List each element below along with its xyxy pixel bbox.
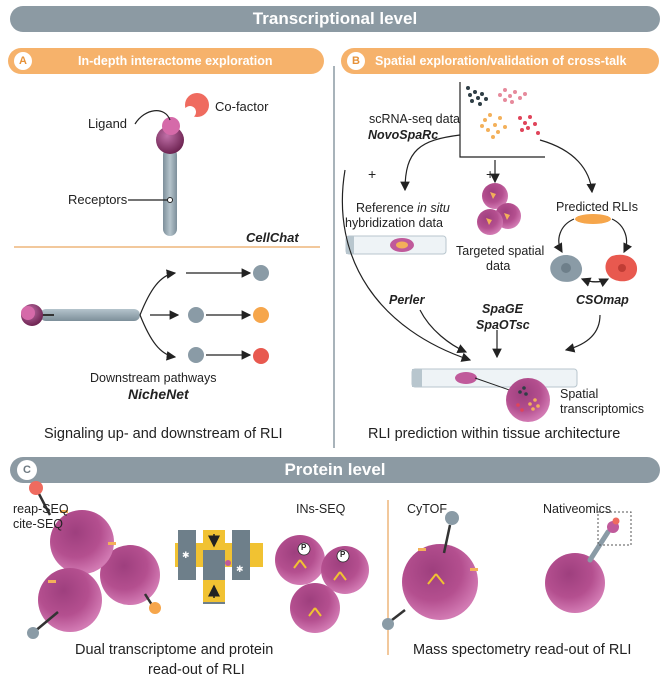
protein-level-title: Protein level (284, 460, 386, 479)
nativeomics-cell-graphic (545, 511, 632, 613)
panel-b-header: B Spatial exploration/validation of cros… (341, 48, 659, 74)
panel-b-caption: RLI prediction within tissue architectur… (368, 426, 621, 442)
svg-text:✱: ✱ (236, 564, 244, 574)
reap-cite-cells-graphic (27, 481, 161, 639)
panel-a-title: In-depth interactome exploration (78, 54, 273, 68)
scrna-label: scRNA-seq data (369, 112, 461, 126)
scrna-umap-graphic (459, 82, 545, 158)
cytof-label: CyTOF (407, 502, 448, 516)
cellchat-tool: CellChat (246, 230, 299, 245)
cite-seq-label: cite-SEQ (13, 517, 64, 531)
protein-level-bar: Protein level (10, 457, 660, 483)
perler-tool: Perler (389, 293, 425, 307)
cofactor-label: Co-factor (215, 99, 269, 114)
targeted-cells-graphic (477, 183, 521, 235)
reference-ish-line2: hybridization data (345, 216, 443, 230)
reference-ish-label: Reference in situ (356, 201, 450, 215)
panel-c-caption-left-2: read-out of RLI (148, 662, 245, 678)
panel-a-letter: A (14, 52, 32, 70)
reap-seq-label: reap-SEQ (13, 502, 69, 516)
panel-b-title: Spatial exploration/validation of cross-… (375, 54, 627, 68)
ins-seq-cells-graphic (275, 535, 369, 633)
spatial-transcriptomics-graphic (411, 368, 578, 422)
spatial-line1: Spatial (560, 387, 599, 401)
ins-seq-plate-graphic: ✱ ✱ (175, 530, 263, 604)
transcriptional-level-title: Transcriptional level (252, 9, 418, 28)
spaotsc-tool: SpaOTsc (476, 318, 530, 332)
phospho-mark-1: P (301, 543, 307, 552)
spage-tool: SpaGE (482, 302, 523, 316)
receptors-label: Receptors (68, 192, 128, 207)
targeted-spatial-line1: Targeted spatial (456, 244, 545, 258)
predicted-rlis-label: Predicted RLIs (556, 200, 638, 214)
downstream-graphic (21, 265, 269, 364)
reference-ish-prefix: Reference (356, 201, 418, 215)
panel-c-letter: C (17, 460, 37, 480)
csomap-cycle-graphic (550, 214, 638, 288)
phospho-mark-2: P (340, 550, 346, 559)
plus-sign-left: + (368, 166, 377, 182)
panel-b-letter: B (347, 52, 365, 70)
nichenet-tool: NicheNet (128, 386, 189, 402)
ligand-label: Ligand (88, 116, 128, 131)
plus-sign-center: + (486, 166, 495, 182)
panel-a-caption: Signaling up- and downstream of RLI (44, 426, 283, 442)
novosparc-tool: NovoSpaRc (368, 128, 439, 142)
transcriptional-level-bar: Transcriptional level (10, 6, 660, 32)
reference-ish-insitu: in situ (417, 201, 450, 215)
ligand-receptor-graphic (128, 93, 209, 236)
csomap-tool: CSOmap (576, 293, 629, 307)
ins-seq-label: INs-SEQ (296, 502, 346, 516)
svg-text:✱: ✱ (182, 550, 190, 560)
panel-c-caption-left-1: Dual transcriptome and protein (75, 642, 274, 658)
targeted-spatial-line2: data (486, 259, 511, 273)
downstream-label: Downstream pathways (90, 371, 217, 385)
cytof-cell-graphic (382, 511, 478, 630)
nativeomics-label: Nativeomics (543, 502, 612, 516)
panel-a-header: A In-depth interactome exploration (8, 48, 324, 74)
spatial-line2: transcriptomics (560, 402, 645, 416)
panel-c-caption-right: Mass spectometry read-out of RLI (413, 642, 632, 658)
